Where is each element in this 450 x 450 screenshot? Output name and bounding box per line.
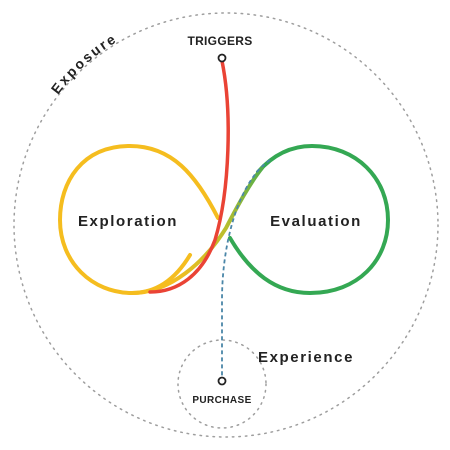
exposure-label-text: Exposure bbox=[48, 30, 118, 97]
exposure-label: Exposure bbox=[48, 30, 120, 97]
triggers-label: TRIGGERS bbox=[187, 34, 252, 48]
evaluation-loop bbox=[228, 143, 391, 296]
purchase-path bbox=[221, 159, 271, 378]
trigger-path bbox=[148, 59, 230, 294]
trigger-node bbox=[217, 53, 227, 63]
crossing-strand bbox=[130, 166, 264, 295]
purchase-label: PURCHASE bbox=[192, 395, 251, 406]
exposure-boundary bbox=[13, 12, 439, 438]
experience-boundary bbox=[177, 339, 267, 429]
experience-label: Experience bbox=[258, 349, 354, 366]
evaluation-label: Evaluation bbox=[270, 213, 362, 230]
exploration-label: Exploration bbox=[78, 213, 178, 230]
purchase-node bbox=[217, 376, 227, 386]
